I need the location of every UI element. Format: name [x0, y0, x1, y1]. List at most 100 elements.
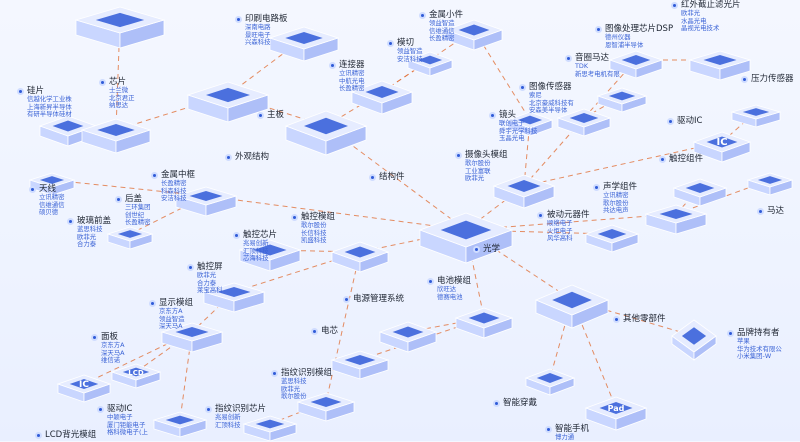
node-n6[interactable]: 压力传感器 [741, 74, 794, 84]
node-dot [343, 296, 350, 303]
node-dot [151, 172, 158, 179]
node-n15[interactable]: 外观结构 [225, 152, 269, 162]
company-name: 景旺电子 [245, 30, 271, 39]
company-name: 歌尔股份 [301, 221, 327, 229]
node-n34[interactable]: 电芯 [311, 326, 338, 336]
node-n18[interactable]: 结构件 [369, 172, 405, 182]
node-dot [667, 118, 674, 125]
node-title: 芯片 [109, 77, 127, 87]
node-n42[interactable]: 智能手机博力通 [545, 424, 589, 442]
node-n31[interactable]: 电池模组欣旺达德赛电池 [427, 276, 471, 301]
node-n22[interactable]: 玻璃前盖蓝思科技欧菲光合力泰 [67, 216, 111, 249]
company-name: 苹果 [737, 337, 750, 345]
connector-line [227, 37, 305, 96]
company-name: 德赛电池 [437, 292, 463, 301]
module-n38 [524, 368, 576, 396]
node-dot [17, 88, 24, 95]
node-dot [387, 40, 394, 47]
node-n29[interactable]: 触控屏欧菲光合力泰莱宝高科 [187, 262, 223, 295]
company-name: 蓝思科技 [281, 377, 307, 385]
company-name: 立讯精密 [39, 193, 65, 201]
module-n34 [330, 350, 390, 380]
node-n26[interactable]: 被动元器件顺络电子火炬电子风华高科 [537, 210, 590, 243]
node-n8[interactable]: 芯片士兰微北京君正纳思达 [99, 77, 135, 110]
module-n39 [152, 411, 208, 438]
node-n28[interactable]: 光学 [473, 244, 500, 254]
node-title: LCD背光模组 [45, 430, 97, 440]
node-title: 触控屏 [197, 262, 223, 272]
module-n32 [378, 321, 438, 353]
node-n13[interactable]: 驱动IC [667, 116, 703, 126]
node-n10[interactable]: 模切领益智造安洁科技 [387, 38, 423, 63]
company-name: 欧菲光 [77, 232, 97, 241]
company-name: 欧菲光 [465, 174, 485, 183]
company-name: 歌尔股份 [603, 198, 629, 207]
company-name: 京东方A [101, 341, 125, 349]
node-n7[interactable]: 硅片信越化学工业株上海新昇半导体有研半导体硅材 [17, 86, 72, 119]
node-dot [329, 62, 336, 69]
node-n11[interactable]: 图像传感器索尼北京豪威科技有安森美半导体 [519, 82, 574, 115]
node-dot [493, 400, 500, 407]
node-n17[interactable]: 触控组件 [659, 154, 703, 164]
module-n37 [296, 392, 356, 422]
node-title: 结构件 [379, 172, 405, 182]
node-n16[interactable]: 摄像头模组歌尔股份工业富联欧菲光 [455, 150, 508, 183]
node-n14[interactable]: 主板 [257, 110, 284, 120]
company-name: 莱宝高科 [197, 286, 223, 295]
lcd-panel-icon: LCD [128, 369, 144, 377]
module-n30 [160, 322, 224, 353]
company-name: 共达电声 [603, 206, 629, 215]
node-n1[interactable]: 印刷电路板深南电路景旺电子兴森科技 [235, 14, 288, 47]
node-n20[interactable]: 天线立讯精密信维通信硕贝德 [29, 184, 65, 217]
company-name: 歌尔股份 [281, 392, 307, 401]
company-name: 凯盛科技 [301, 236, 327, 245]
node-n24[interactable]: 触控模组歌尔股份长信科技凯盛科技 [291, 212, 335, 245]
module-n16 [492, 174, 556, 209]
connector-line [325, 251, 361, 403]
node-n32[interactable]: 电源管理系统 [343, 294, 404, 304]
node-n33[interactable]: 其他零部件 [613, 314, 666, 324]
node-n2[interactable]: 金属小件领益智造信维通信长盈精密 [419, 10, 463, 43]
ic-chip-icon: IC [79, 380, 89, 390]
node-dot [67, 218, 74, 225]
node-title: 摄像头模组 [465, 150, 508, 160]
company-name: 安森美半导体 [529, 106, 568, 115]
module-n15 [284, 110, 368, 156]
node-dot [99, 79, 106, 86]
node-n37[interactable]: 指纹识别模组蓝思科技欧菲光歌尔股份 [271, 368, 332, 401]
node-dot [537, 212, 544, 219]
node-dot [757, 208, 764, 215]
node-n35[interactable]: 品牌持有者苹果华为技术有限公小米集团-W [727, 328, 782, 361]
node-n12[interactable]: 镜头联创电子舜宇光学科技玉晶光电 [489, 110, 537, 143]
node-n3[interactable]: 红外截止滤光片欧菲光水晶光电晶视光电技术 [671, 0, 741, 33]
node-n21[interactable]: 后盖三环集团创世纪长盈精密 [115, 194, 151, 227]
company-name: 联创电子 [499, 119, 525, 127]
node-dot [489, 112, 496, 119]
node-title: 驱动IC [677, 116, 703, 126]
module-n2 [444, 19, 504, 51]
node-n25[interactable]: 声学组件立讯精密歌尔股份共达电声 [593, 182, 637, 215]
connector-line [465, 229, 485, 319]
company-name: 深南电路 [245, 23, 271, 31]
node-n9[interactable]: 连接器立讯精密中航光电长盈精密 [329, 60, 365, 93]
node-n19[interactable]: 金属中框长盈精密科森科技安洁科技 [151, 170, 195, 203]
node-n27[interactable]: 马达 [757, 206, 784, 216]
node-n38[interactable]: 智能穿戴 [493, 398, 537, 408]
node-n40[interactable]: 指纹识别芯片兆易创新汇顶科技 [205, 404, 266, 429]
module-n23 [238, 239, 302, 272]
company-name: 信维通信 [39, 200, 65, 209]
node-dot [115, 196, 122, 203]
module-n6 [730, 104, 782, 128]
module-n24 [330, 241, 390, 273]
node-n23[interactable]: 触控芯片兆易创新汇顶科技芯海科技 [233, 230, 277, 263]
node-title: 其他零部件 [623, 314, 666, 324]
node-dot [291, 214, 298, 221]
tablet-icon: Pad [608, 404, 625, 413]
node-n41[interactable]: LCD背光模组 [35, 430, 97, 440]
company-name: 信维通信 [429, 26, 455, 35]
